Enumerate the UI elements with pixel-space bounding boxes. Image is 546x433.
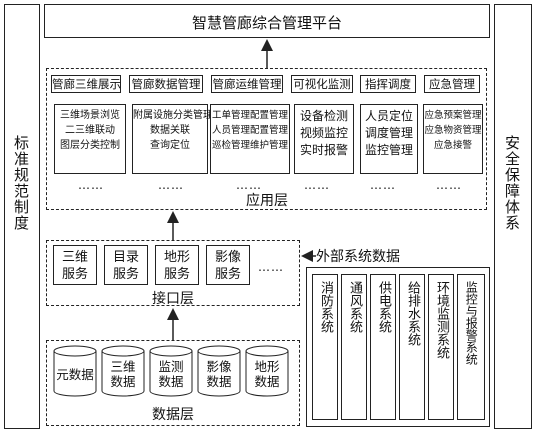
store-monitoring-data: 监测数据	[149, 345, 193, 399]
module-item: 应急预案管理	[424, 110, 482, 121]
external-system-fire: 消防系统	[312, 274, 338, 420]
external-system-environment: 环境监测系统	[428, 274, 454, 420]
store-3d-data: 三维数据	[101, 345, 145, 399]
database-icon	[245, 345, 289, 397]
ellipsis: ……	[236, 178, 262, 192]
ellipsis: ……	[158, 178, 184, 192]
standards-column	[4, 4, 40, 429]
ellipsis: ……	[436, 178, 462, 192]
module-body-emergency: 应急预案管理 应急物资管理 应急接警	[423, 104, 483, 174]
security-column	[494, 4, 532, 429]
module-item: 设备检测	[299, 109, 348, 123]
module-title-emergency: 应急管理	[424, 75, 480, 93]
database-icon	[53, 345, 97, 397]
platform-title-box	[44, 4, 490, 38]
database-icon	[149, 345, 193, 397]
module-item: 应急接警	[433, 140, 472, 151]
standards-label: 标准规范制度	[12, 135, 30, 231]
module-item: 监控管理	[364, 143, 413, 157]
ellipsis: ……	[258, 260, 284, 274]
database-icon	[101, 345, 145, 397]
module-title-dispatch: 指挥调度	[360, 75, 416, 93]
data-layer	[46, 340, 300, 426]
ellipsis: ……	[304, 178, 330, 192]
interface-layer	[46, 240, 300, 306]
module-item: 附属设施分类管理	[133, 110, 213, 121]
module-item: 数据关联	[150, 125, 190, 136]
application-layer-label: 应用层	[246, 193, 288, 209]
service-imagery: 影像服务	[206, 245, 250, 285]
module-item: 巡检管理维护管理	[211, 140, 288, 151]
module-item: 调度管理	[364, 126, 413, 140]
data-layer-label: 数据层	[152, 407, 194, 423]
store-imagery-data: 影像数据	[197, 345, 241, 399]
module-item: 人员管理配置管理	[211, 125, 288, 136]
ellipsis: ……	[370, 178, 396, 192]
module-item: 实时报警	[299, 143, 348, 157]
module-title-data-management: 管廊数据管理	[129, 75, 203, 93]
security-label: 安全保障体系	[503, 135, 521, 231]
application-layer	[46, 68, 487, 210]
module-body-3d-display: 三维场景浏览 二三维联动 图层分类控制	[54, 104, 126, 174]
module-title-3d-display: 管廊三维展示	[51, 75, 121, 93]
store-metadata: 元数据	[53, 345, 97, 399]
module-title-operations: 管廊运维管理	[211, 75, 283, 93]
module-body-dispatch: 人员定位 调度管理 监控管理	[360, 104, 418, 174]
module-body-visual-monitoring: 设备检测 视频监控 实时报警	[294, 104, 354, 174]
external-systems-label: 外部系统数据	[316, 249, 400, 265]
service-terrain: 地形服务	[155, 245, 199, 285]
external-system-power: 供电系统	[370, 274, 396, 420]
module-item: 二三维联动	[65, 125, 115, 136]
module-item: 查询定位	[150, 140, 190, 151]
service-catalog: 目录服务	[104, 245, 148, 285]
module-item: 视频监控	[299, 126, 348, 140]
external-system-ventilation: 通风系统	[341, 274, 367, 420]
module-body-operations: 工单管理配置管理 人员管理配置管理 巡检管理维护管理	[210, 104, 290, 174]
database-icon	[197, 345, 241, 397]
module-item: 应急物资管理	[424, 125, 482, 136]
module-item: 图层分类控制	[60, 140, 120, 151]
module-item: 工单管理配置管理	[211, 110, 288, 121]
module-title-visual-monitoring: 可视化监测	[291, 75, 353, 93]
service-3d: 三维服务	[53, 245, 97, 285]
ellipsis: ……	[78, 178, 104, 192]
module-item: 人员定位	[364, 109, 413, 123]
store-terrain-data: 地形数据	[245, 345, 289, 399]
platform-title: 智慧管廊综合管理平台	[191, 14, 342, 32]
external-system-water: 给排水系统	[399, 274, 425, 420]
interface-layer-label: 接口层	[152, 291, 194, 307]
external-system-alarm: 监控与报警系统	[457, 274, 485, 420]
module-body-data-management: 附属设施分类管理 数据关联 查询定位	[132, 104, 213, 174]
module-item: 三维场景浏览	[60, 110, 120, 121]
